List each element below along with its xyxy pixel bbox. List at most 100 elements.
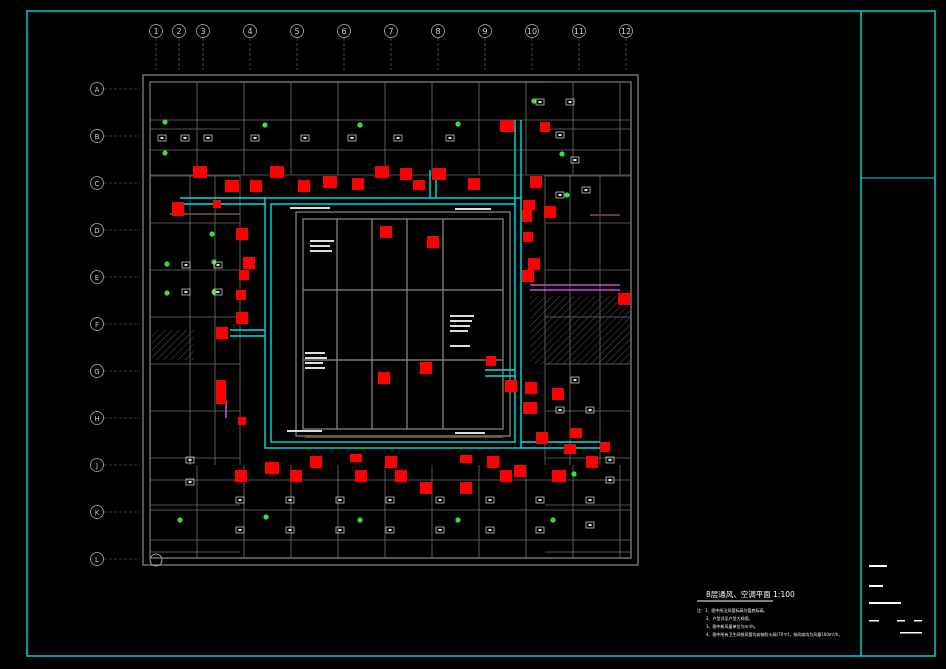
fixture-symbol bbox=[203, 134, 213, 142]
fixture-core bbox=[206, 137, 210, 139]
fixture-core bbox=[288, 499, 292, 501]
fixture-core bbox=[588, 524, 592, 526]
fan-coil-unit bbox=[413, 180, 425, 190]
fan-coil-unit bbox=[460, 482, 472, 494]
fixture-core bbox=[448, 137, 452, 139]
column-axis-bubble bbox=[431, 24, 445, 38]
notes-block: 注：1、图中所注风管标高为管底标高。 2、户型详见户型大样图。 3、图中新风量单… bbox=[697, 607, 842, 637]
note-2: 2、户型详见户型大样图。 bbox=[706, 615, 753, 621]
fixture-symbol bbox=[385, 526, 395, 534]
row-axis-bubble bbox=[90, 458, 104, 472]
row-axis-label: J bbox=[95, 462, 98, 470]
fan-coil-unit bbox=[618, 293, 630, 305]
fixture-symbol bbox=[585, 521, 595, 529]
fan-coil-unit bbox=[505, 380, 517, 392]
row-axis-bubble bbox=[90, 411, 104, 425]
fixture-symbol bbox=[157, 134, 167, 142]
fan-coil-unit bbox=[530, 176, 542, 188]
duct-labels bbox=[287, 207, 491, 434]
fixture-core bbox=[488, 529, 492, 531]
fixture-symbol bbox=[435, 526, 445, 534]
fan-coil-unit bbox=[236, 290, 246, 300]
fixture-core bbox=[188, 459, 192, 461]
column-axis-label: 4 bbox=[247, 27, 252, 36]
fan-coil-unit bbox=[236, 312, 248, 324]
fixture-symbol bbox=[285, 526, 295, 534]
fan-coil-unit bbox=[552, 388, 564, 400]
fan-coil-unit bbox=[238, 417, 246, 425]
fixture-core bbox=[184, 291, 188, 293]
fan-coil-unit bbox=[522, 210, 532, 222]
fixture-core bbox=[388, 529, 392, 531]
green-marker bbox=[357, 122, 363, 128]
fixture-core bbox=[588, 409, 592, 411]
row-axis-label: C bbox=[95, 180, 100, 188]
fixture-symbol bbox=[485, 526, 495, 534]
column-axis-label: 8 bbox=[435, 27, 440, 36]
fan-coil-unit bbox=[350, 454, 362, 462]
column-axis-label: 5 bbox=[294, 27, 299, 36]
drawing-title: 8层通风、空调平面 1:100 bbox=[706, 589, 795, 599]
column-axis-label: 9 bbox=[482, 27, 487, 36]
fixture-core bbox=[216, 264, 220, 266]
column-axis-label: 1 bbox=[153, 27, 158, 36]
column-axis-label: 3 bbox=[200, 27, 205, 36]
note-1: 注：1、图中所注风管标高为管底标高。 bbox=[697, 607, 768, 613]
column-axis-label: 10 bbox=[527, 27, 537, 36]
building-walls bbox=[142, 74, 639, 566]
fan-coil-unit bbox=[600, 442, 610, 452]
fixture-symbol bbox=[213, 288, 223, 296]
fan-coil-unit bbox=[375, 166, 389, 178]
origin-bubble bbox=[149, 553, 163, 567]
fixture-core bbox=[288, 529, 292, 531]
fan-coil-unit bbox=[523, 402, 537, 414]
column-axis-bubble bbox=[149, 24, 163, 38]
fixture-symbol bbox=[535, 496, 545, 504]
fixture-core bbox=[238, 529, 242, 531]
fixture-core bbox=[538, 101, 542, 103]
duct-ring bbox=[180, 120, 600, 449]
sheet-border bbox=[26, 10, 936, 657]
fixture-symbol bbox=[605, 456, 615, 464]
fan-coil-unit bbox=[486, 356, 496, 366]
fixture-core bbox=[573, 159, 577, 161]
row-axis-bubble bbox=[90, 270, 104, 284]
fan-coil-unit bbox=[352, 178, 364, 190]
fixture-symbol bbox=[485, 496, 495, 504]
column-axis-bubble bbox=[525, 24, 539, 38]
fan-coil-unit bbox=[540, 122, 550, 132]
fan-coil-unit bbox=[570, 428, 582, 438]
fixture-symbol bbox=[235, 526, 245, 534]
fan-coil-unit bbox=[395, 470, 407, 482]
green-marker bbox=[162, 150, 168, 156]
fixture-symbol bbox=[213, 261, 223, 269]
row-axis-label: K bbox=[95, 509, 100, 517]
fan-coil-unit bbox=[250, 180, 262, 192]
fixture-symbol bbox=[347, 134, 357, 142]
column-axis-bubble bbox=[243, 24, 257, 38]
fan-coil-unit bbox=[235, 470, 247, 482]
fan-coil-unit bbox=[500, 120, 514, 132]
fixture-symbol bbox=[585, 406, 595, 414]
row-axis-label: E bbox=[95, 274, 99, 282]
fan-coil-unit bbox=[225, 180, 239, 192]
fan-coil-unit bbox=[380, 226, 392, 238]
fixture-core bbox=[216, 291, 220, 293]
row-axis-bubble bbox=[90, 82, 104, 96]
green-marker bbox=[263, 514, 269, 520]
fixture-symbol bbox=[565, 98, 575, 106]
fixture-symbol bbox=[285, 496, 295, 504]
green-markers bbox=[162, 98, 577, 523]
fixture-symbol bbox=[300, 134, 310, 142]
fan-coil-unit bbox=[536, 432, 548, 444]
fixture-core bbox=[584, 189, 588, 191]
fixture-symbol bbox=[585, 496, 595, 504]
fixture-core bbox=[558, 134, 562, 136]
row-axis-label: F bbox=[95, 321, 99, 329]
fan-coil-unit bbox=[378, 372, 390, 384]
fixture-core bbox=[568, 101, 572, 103]
column-axis-bubble bbox=[619, 24, 633, 38]
fixture-core bbox=[608, 459, 612, 461]
